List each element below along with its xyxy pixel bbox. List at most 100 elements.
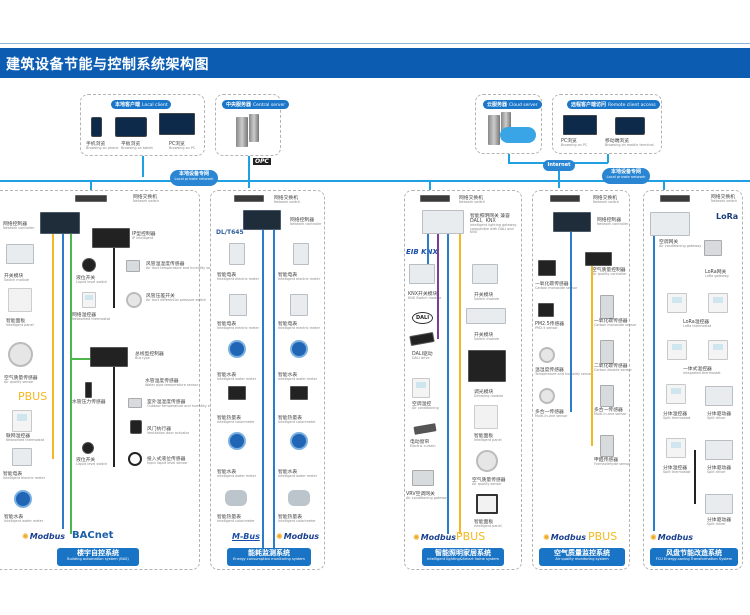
server-icon bbox=[236, 117, 248, 147]
server-icon bbox=[249, 114, 259, 142]
pbus-logo: PBUS bbox=[18, 390, 48, 403]
air-quality-system-box bbox=[532, 190, 630, 570]
pbus-line bbox=[591, 266, 593, 446]
bus-line bbox=[262, 230, 264, 548]
modbus-line bbox=[447, 234, 449, 534]
switch-module-icon bbox=[466, 308, 506, 324]
switch-module-icon bbox=[6, 244, 34, 264]
network-switch-icon bbox=[420, 195, 450, 202]
cloud-icon bbox=[500, 127, 536, 143]
door-actuator-icon bbox=[130, 420, 142, 434]
dali-logo: DALI bbox=[412, 312, 434, 324]
title-bar: 建筑设备节能与控制系统架构图 bbox=[0, 48, 750, 78]
modbus-logo: Modbus bbox=[413, 533, 456, 542]
temperature-humidity-sensor-icon bbox=[539, 347, 555, 363]
network-line bbox=[663, 180, 665, 190]
field-bus-line bbox=[113, 367, 115, 467]
air-quality-controller-icon bbox=[585, 252, 612, 266]
opc-logo: OPC bbox=[253, 158, 271, 165]
network-line bbox=[607, 154, 609, 163]
vrv-gateway-icon bbox=[412, 470, 434, 486]
thermostat-icon bbox=[12, 410, 32, 432]
lora-gateway-icon bbox=[704, 240, 722, 256]
pbus-logo: PBUS bbox=[456, 530, 486, 543]
integrated-thermostat-icon bbox=[708, 340, 728, 360]
ip-controller-icon bbox=[92, 228, 130, 248]
co2-sensor-icon bbox=[600, 340, 614, 364]
electric-meter-icon bbox=[229, 294, 247, 316]
bacnet-logo: BACnet bbox=[72, 530, 114, 541]
pc-monitor-icon bbox=[563, 115, 597, 135]
split-thermostat-icon bbox=[666, 438, 686, 458]
bacnet-line bbox=[70, 358, 90, 360]
network-line bbox=[508, 154, 510, 163]
electric-meter-icon bbox=[290, 294, 308, 316]
server-icon bbox=[501, 112, 511, 140]
driver-line bbox=[694, 450, 696, 504]
water-meter-icon bbox=[290, 340, 308, 358]
intelligent-panel-icon bbox=[8, 288, 32, 312]
dali-line bbox=[437, 234, 439, 339]
level-sensor-icon bbox=[128, 452, 142, 466]
lora-thermostat-icon bbox=[708, 293, 728, 313]
touch-panel-icon bbox=[476, 494, 498, 514]
calorimeter-icon bbox=[228, 386, 246, 400]
pbus-line bbox=[459, 234, 461, 534]
knx-switch-module-icon bbox=[409, 264, 435, 284]
modbus-logo: Modbus bbox=[650, 533, 693, 542]
modbus-line bbox=[653, 236, 655, 531]
bus-controller-icon bbox=[90, 347, 128, 367]
co-sensor-icon bbox=[600, 295, 614, 319]
water-meter-icon bbox=[228, 340, 246, 358]
modbus-logo: Modbus bbox=[543, 533, 586, 542]
eib-knx-logo: EIB KNX bbox=[406, 248, 438, 256]
device-label: 水管压力传感器 bbox=[72, 400, 106, 405]
ac-thermostat-icon bbox=[412, 378, 430, 398]
network-line bbox=[90, 180, 92, 190]
pressure-switch-icon bbox=[126, 292, 142, 308]
air-quality-sensor-icon bbox=[8, 342, 33, 367]
page-title: 建筑设备节能与控制系统架构图 bbox=[6, 57, 209, 73]
network-line bbox=[248, 156, 250, 188]
multi-sensor-icon bbox=[600, 385, 614, 407]
